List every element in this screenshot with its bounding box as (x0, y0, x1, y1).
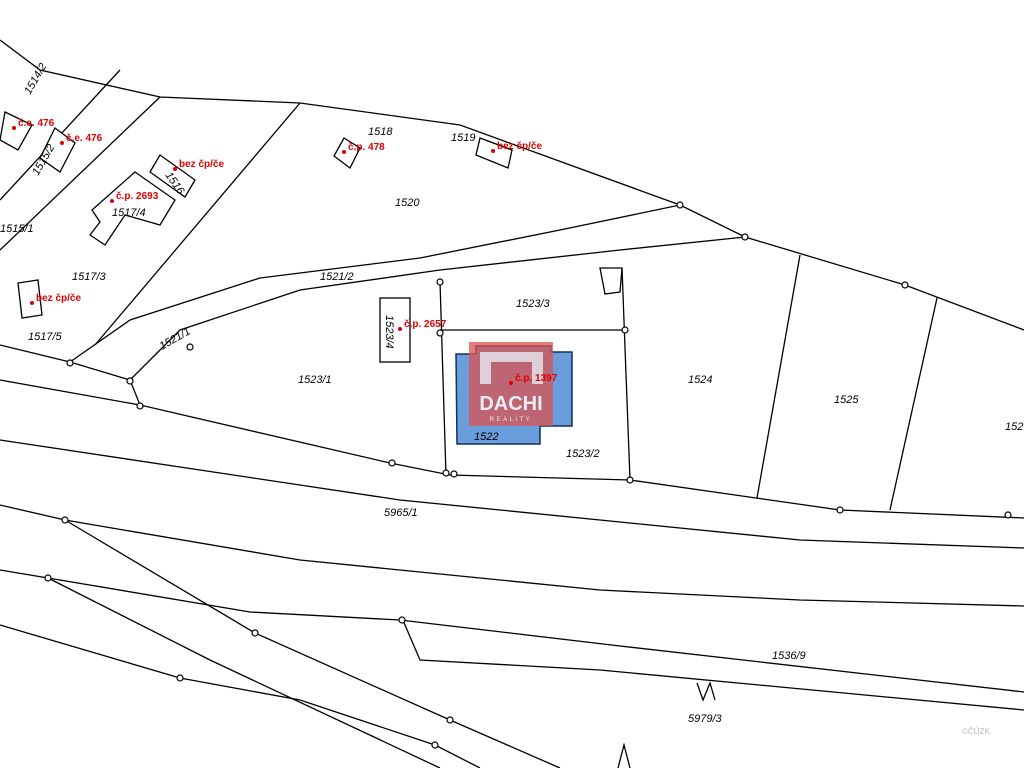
boundary-point (1004, 511, 1012, 519)
building-point (30, 301, 34, 305)
boundary-point (436, 329, 444, 337)
building-point (60, 141, 64, 145)
parcel-number: 1517/4 (112, 207, 146, 219)
parcel-number: 1518 (368, 126, 393, 138)
building-point (342, 150, 346, 154)
boundary-point (741, 233, 749, 241)
dachi-logo: DACHI REALITY (469, 342, 553, 426)
boundary-point (626, 476, 634, 484)
parcel-number: 1517/5 (28, 331, 63, 343)
boundary-point (126, 377, 134, 385)
building-number: č.p. 478 (348, 142, 385, 153)
boundary-point (136, 402, 144, 410)
parcel-number: 1520 (395, 197, 420, 209)
building-number: č.e. 476 (18, 118, 55, 129)
parcel-boundaries (0, 39, 1024, 768)
building-number: bez čp/če (36, 293, 81, 304)
boundary-point (836, 506, 844, 514)
building-number: bez čp/če (179, 159, 224, 170)
building-point (110, 199, 114, 203)
parcel-number: 1514/2 (22, 61, 49, 96)
parcel-number: 1523/1 (298, 374, 332, 386)
parcel-number: 1523/2 (566, 448, 600, 460)
building-number: č.p. 1397 (515, 373, 558, 384)
building-point (509, 381, 513, 385)
parcel-number: 1517/3 (72, 271, 107, 283)
building-point (491, 149, 495, 153)
boundary-point (450, 470, 458, 478)
boundary-point (176, 674, 184, 682)
boundary-point (66, 359, 74, 367)
building-point (173, 167, 177, 171)
boundary-point (431, 741, 439, 749)
boundary-point (446, 716, 454, 724)
copyright: ©ČÚZK (962, 727, 990, 736)
parcel-number: 1523/3 (516, 298, 551, 310)
logo-text: DACHI (479, 393, 542, 415)
parcel-number: 1524 (688, 374, 712, 386)
boundary-point (388, 459, 396, 467)
parcel-number: 1519 (451, 132, 475, 144)
parcel-number: 1521/2 (320, 271, 354, 283)
parcel-number: 1526 (1005, 421, 1024, 433)
boundary-point (44, 574, 52, 582)
boundary-point (436, 278, 444, 286)
boundary-point (901, 281, 909, 289)
boundary-points (44, 201, 1012, 749)
boundary-point (186, 343, 194, 351)
logo-subtext: REALITY (490, 417, 533, 423)
building-point (12, 126, 16, 130)
parcel-number: 1536/9 (772, 650, 806, 662)
parcel-number: 1523/4 (383, 315, 395, 349)
boundary-point (61, 516, 69, 524)
parcel-number: 1515/1 (0, 223, 34, 235)
boundary-point (442, 469, 450, 477)
boundary-point (251, 629, 259, 637)
boundary-point (398, 616, 406, 624)
parcel-number: 5965/1 (384, 507, 418, 519)
boundary-point (621, 326, 629, 334)
boundary-point (676, 201, 684, 209)
building-point (398, 327, 402, 331)
building-number: č.e. 476 (66, 133, 103, 144)
building-number: č.p. 2657 (404, 319, 447, 330)
parcel-number: 1525 (834, 394, 859, 406)
buildings (0, 111, 623, 363)
parcel-number: 5979/3 (688, 713, 723, 725)
parcel-number: 1522 (474, 431, 498, 443)
building-number: bez čp/če (497, 141, 542, 152)
building-number: č.p. 2693 (116, 191, 159, 202)
